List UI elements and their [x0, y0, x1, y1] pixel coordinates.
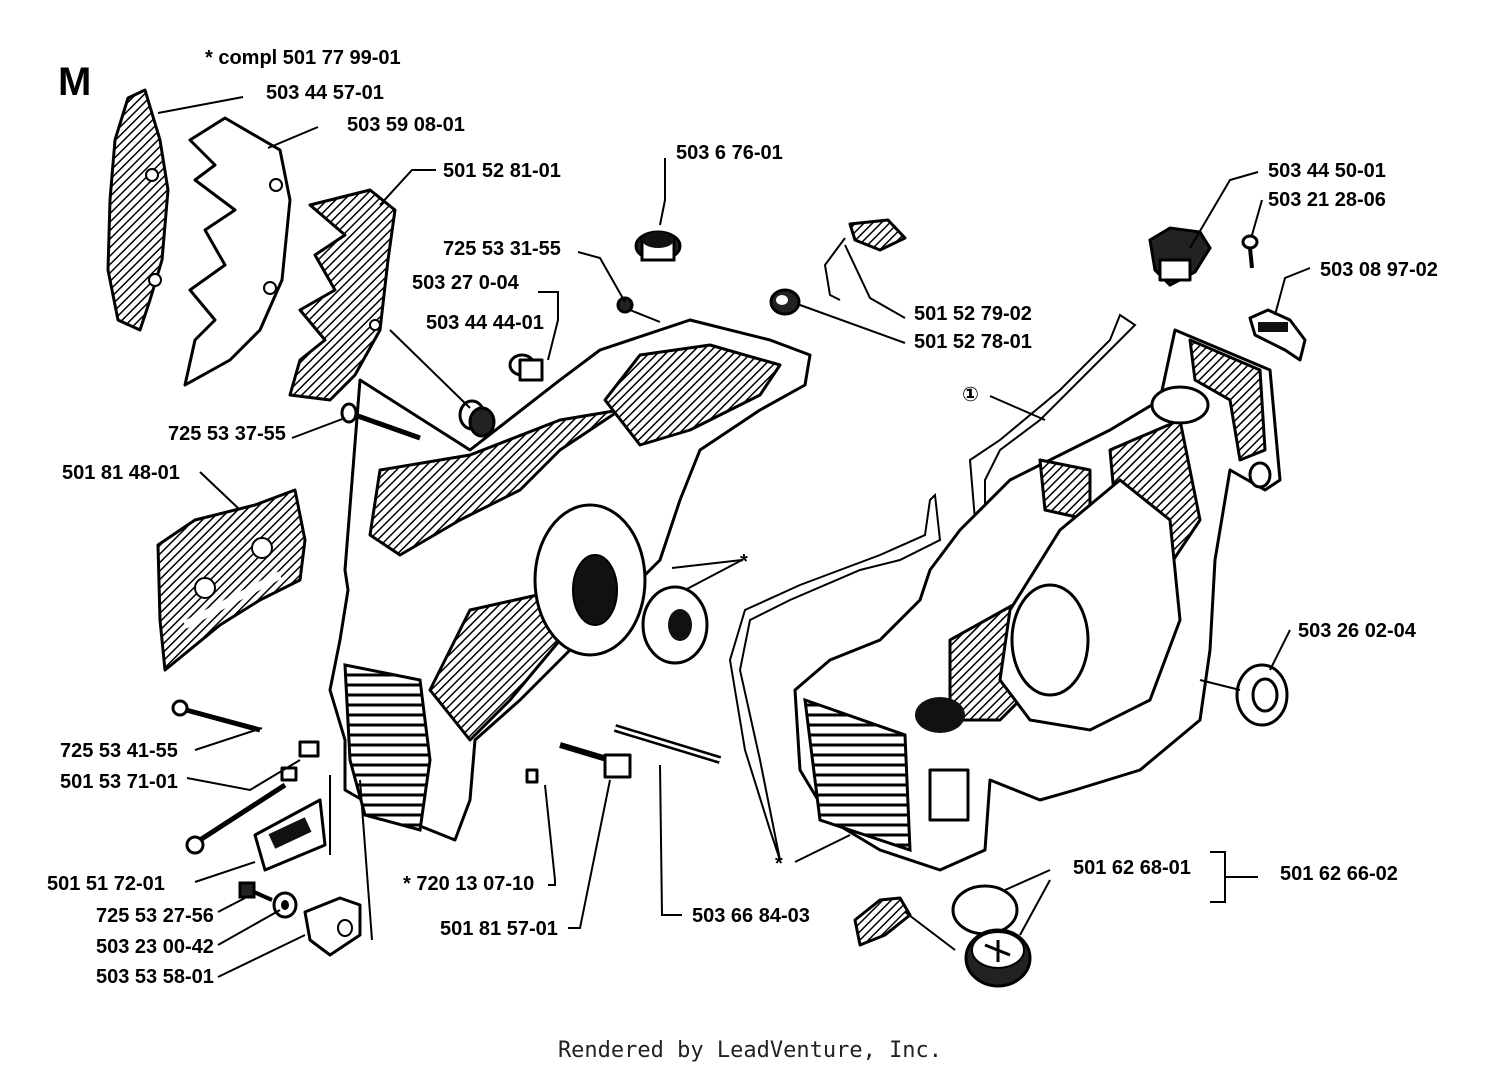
label-503-08-97-02: 503 08 97-02: [1320, 259, 1438, 281]
label-501-62-66-02: 501 62 66-02: [1280, 863, 1398, 885]
label-503-23-00-42: 503 23 00-42: [96, 936, 214, 958]
clip-503-08-97-02: [1248, 308, 1307, 362]
screw-503-21-28-06: [1241, 234, 1259, 269]
label-503-6-76-01: 503 6 76-01: [676, 142, 783, 164]
label-725-53-31-55: 725 53 31-55: [443, 238, 561, 260]
label-503-53-58-01: 503 53 58-01: [96, 966, 214, 988]
pin-720-13-07-10: [525, 768, 539, 784]
label-501-52-79-02: 501 52 79-02: [914, 303, 1032, 325]
crankcase-right: [793, 328, 1282, 872]
label-compl: * compl 501 77 99-01: [205, 47, 401, 69]
stud-501-81-57-01: [559, 742, 632, 779]
bushing-503-44-44-01: [508, 353, 544, 382]
label-503-27-0-04: 503 27 0-04: [412, 272, 520, 294]
label-503-44-57-01: 503 44 57-01: [266, 82, 384, 104]
main-bearing: [641, 585, 709, 665]
label-725-53-41-55: 725 53 41-55: [60, 740, 178, 762]
bolt-725-53-31-55: [616, 296, 661, 323]
nut-501-53-71-01: [280, 740, 320, 782]
label-circle-one: ①: [962, 384, 979, 406]
fuel-cap: [964, 928, 1032, 988]
label-star-bottom: *: [775, 853, 783, 875]
part-labels: * compl 501 77 99-01 503 44 57-01 503 59…: [47, 47, 1438, 988]
label-501-81-57-01: 501 81 57-01: [440, 918, 558, 940]
footer-credit: Rendered by LeadVenture, Inc.: [557, 1038, 943, 1063]
grommet-501-52-78-01: [769, 288, 801, 316]
label-503-26-02-04: 503 26 02-04: [1298, 620, 1417, 642]
label-720-13-07-10: * 720 13 07-10: [403, 873, 534, 895]
label-501-52-81-01: 501 52 81-01: [443, 160, 561, 182]
shaft-503-66-84-03: [613, 724, 722, 764]
leader-lines: [157, 96, 1311, 978]
label-501-51-72-01: 501 51 72-01: [47, 873, 165, 895]
bolt-725-53-41-55: [171, 699, 261, 733]
fuel-cap-strap: [853, 896, 956, 951]
screw-725-53-27-56: [238, 881, 273, 902]
label-725-53-27-56: 725 53 27-56: [96, 905, 214, 927]
bracket-503-53-58-01: [303, 896, 362, 957]
label-503-66-84-03: 503 66 84-03: [692, 905, 810, 927]
oil-seal-503-26-02-04: [1235, 663, 1289, 727]
bolt-long: [185, 782, 287, 855]
crankcase-left: [328, 318, 812, 842]
clamp-501-51-72-01: [253, 798, 327, 872]
label-503-59-08-01: 503 59 08-01: [347, 114, 465, 136]
chain-guard-plate: [106, 88, 170, 332]
filler-cap-503-44-50-01: [1148, 226, 1212, 287]
spiked-bumper-plate: [183, 116, 292, 387]
rubber-buffer: [634, 230, 682, 262]
label-503-21-28-06: 503 21 28-06: [1268, 189, 1386, 211]
contact-spring: [823, 218, 907, 301]
label-501-81-48-01: 501 81 48-01: [62, 462, 180, 484]
chain-guide-plate: [156, 488, 307, 672]
section-letter: M: [58, 60, 91, 104]
label-501-52-78-01: 501 52 78-01: [914, 331, 1032, 353]
label-725-53-37-55: 725 53 37-55: [168, 423, 286, 445]
label-501-53-71-01: 501 53 71-01: [60, 771, 178, 793]
washer-503-23-00-42: [272, 891, 298, 919]
bolt-725-53-37-55: [340, 402, 421, 441]
label-503-44-50-01: 503 44 50-01: [1268, 160, 1386, 182]
fuel-cap-gasket: [951, 884, 1019, 936]
label-star-mid: *: [740, 551, 748, 573]
label-501-62-68-01: 501 62 68-01: [1073, 857, 1191, 879]
spiked-bumper-plate-inner: [288, 188, 397, 402]
label-503-44-44-01: 503 44 44-01: [426, 312, 544, 334]
buffer-503-27-0-04: [458, 399, 496, 438]
